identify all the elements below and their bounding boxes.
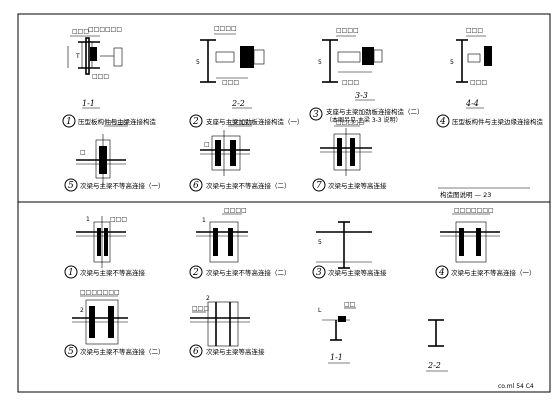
svg-text:5: 5 (68, 347, 74, 357)
svg-text:2: 2 (206, 295, 210, 302)
svg-text:□□□: □□□ (342, 79, 359, 86)
detail-marker (62, 114, 76, 128)
detail-r3-3: 5 (316, 221, 372, 269)
detail-r3-4: □□□□□□□ (440, 207, 500, 263)
section-bottom-1: □□ L (318, 301, 356, 341)
svg-text:4: 4 (438, 268, 445, 278)
svg-text:7: 7 (316, 181, 322, 191)
section-bottom-2 (428, 319, 444, 347)
svg-text:□□□□□□□: □□□□□□□ (80, 289, 120, 296)
svg-text:5: 5 (68, 181, 74, 191)
svg-text:4-4: 4-4 (465, 99, 479, 108)
svg-text:次梁与主梁不等高连接（二）: 次梁与主梁不等高连接（二） (206, 268, 291, 277)
svg-text:次梁与主梁等高连接: 次梁与主梁等高连接 (206, 347, 265, 356)
mid-title: 构造图说明 — 23 (440, 190, 491, 199)
section-label: 1-1 (82, 99, 95, 108)
sheet-border (17, 13, 551, 393)
svg-text:2: 2 (192, 117, 199, 127)
svg-text:□□□: □□□ (192, 305, 209, 312)
svg-text:□□□: □□□ (92, 73, 109, 80)
svg-text:2-2: 2-2 (427, 361, 441, 370)
svg-text:1: 1 (86, 216, 90, 223)
svg-text:1: 1 (66, 117, 72, 127)
detail-r3-1: 1 □□□ (76, 216, 127, 268)
svg-text:2: 2 (80, 307, 84, 314)
svg-text:（本图另见 主梁 3-3 说明）: （本图另见 主梁 3-3 说明） (326, 116, 402, 124)
svg-text:1: 1 (68, 268, 74, 278)
svg-text:2: 2 (192, 268, 199, 278)
svg-text:4: 4 (439, 117, 446, 127)
svg-text:次梁与主梁不等高连接（一）: 次梁与主梁不等高连接（一） (80, 181, 165, 190)
svg-text:□□□□: □□□□ (224, 207, 247, 214)
svg-text:2-2: 2-2 (231, 99, 245, 108)
svg-text:次梁与主梁不等高连接（二）: 次梁与主梁不等高连接（二） (206, 181, 291, 190)
svg-text:压型板构件与主梁边缘连接构造: 压型板构件与主梁边缘连接构造 (452, 117, 544, 126)
svg-text:□□□□: □□□□ (336, 27, 359, 34)
svg-text:3: 3 (313, 110, 319, 120)
svg-text:次梁与主梁不等高连接（二）: 次梁与主梁不等高连接（二） (80, 347, 165, 356)
svg-text:6: 6 (193, 181, 199, 191)
svg-text:1-1: 1-1 (330, 353, 343, 362)
svg-text:5: 5 (450, 59, 454, 66)
svg-text:□□□□: □□□□ (214, 25, 237, 32)
detail-r2-6: □□□□ □ (200, 119, 253, 176)
svg-text:3: 3 (316, 268, 322, 278)
svg-text:□□□□□□□: □□□□□□□ (454, 207, 494, 214)
svg-text:T: T (75, 53, 80, 60)
svg-text:□□□□□□: □□□□□□ (88, 26, 122, 33)
svg-text:次梁与主梁不等高连接: 次梁与主梁不等高连接 (80, 268, 146, 277)
svg-text:□□□: □□□ (466, 27, 483, 34)
corner-stamp: co.ml 54 C4 (498, 383, 534, 390)
svg-text:次梁与主梁等高连接: 次梁与主梁等高连接 (328, 268, 387, 277)
svg-text:□: □ (204, 141, 210, 148)
svg-text:□□□: □□□ (110, 216, 127, 223)
detail-r1-1: □□□ □□□□□□ T □□□ (67, 26, 123, 80)
svg-text:3-3: 3-3 (355, 91, 368, 100)
svg-text:支座与主梁加劲板连接构造（一）: 支座与主梁加劲板连接构造（一） (206, 117, 304, 126)
detail-r1-3: □□□□ 5 □□□ (318, 27, 383, 86)
svg-text:6: 6 (193, 347, 199, 357)
svg-text:□□□: □□□ (470, 79, 487, 86)
detail-caption: 压型板构件与主梁连接构造 (78, 117, 157, 126)
svg-text:5: 5 (318, 59, 322, 66)
svg-text:L: L (318, 307, 322, 314)
svg-text:5: 5 (318, 239, 322, 246)
detail-r4-5: □□□□□□□ 2 (72, 289, 128, 345)
svg-text:□□□□: □□□□ (106, 119, 129, 126)
svg-text:□□: □□ (344, 301, 355, 308)
svg-text:支座与主梁加劲板连接构造（二）: 支座与主梁加劲板连接构造（二） (326, 107, 424, 116)
detail-r2-7: □□□□□ (320, 119, 372, 176)
detail-r2-5: □□□□ □ (76, 119, 129, 186)
svg-text:□□□: □□□ (72, 28, 89, 35)
svg-text:□□□□: □□□□ (230, 119, 253, 126)
svg-text:次梁与主梁不等高连接（一）: 次梁与主梁不等高连接（一） (451, 268, 536, 277)
detail-r3-2: □□□□ 1 (196, 207, 248, 263)
svg-text:次梁与主梁等高连接: 次梁与主梁等高连接 (328, 181, 387, 190)
detail-r1-4: □□□ 5 □□□ (450, 27, 492, 86)
svg-text:1: 1 (202, 217, 206, 224)
svg-text:□□□: □□□ (222, 79, 239, 86)
detail-r4-6: □□□ 2 (190, 295, 250, 347)
svg-text:5: 5 (196, 59, 200, 66)
svg-text:□: □ (80, 149, 86, 156)
detail-r1-2: □□□□ 5 □□□ (196, 25, 265, 86)
svg-text:□□□□□: □□□□□ (336, 119, 364, 126)
